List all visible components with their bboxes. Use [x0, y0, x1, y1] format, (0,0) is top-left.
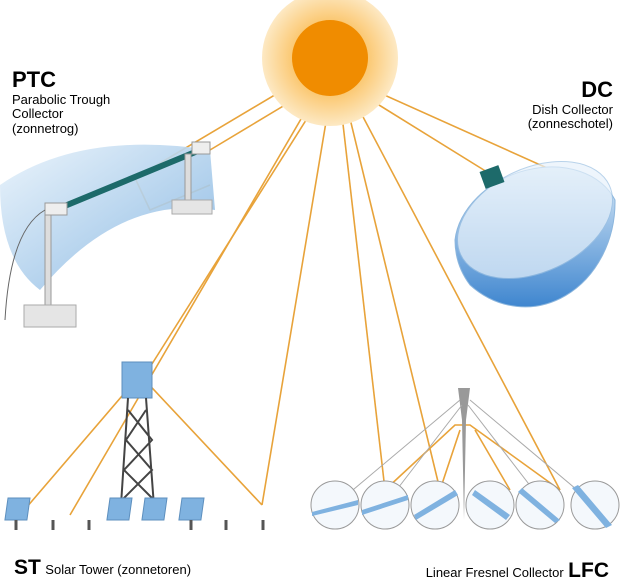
dish-collector	[454, 161, 616, 308]
ptc-name-line1: Parabolic Trough	[12, 91, 111, 107]
lfc-abbr: LFC	[568, 559, 609, 582]
st-label: ST Solar Tower (zonnetoren)	[14, 556, 191, 580]
dc-name-line2: (zonneschotel)	[527, 116, 613, 132]
dc-label: DC Dish Collector (zonneschotel)	[527, 77, 613, 132]
parabolic-trough-collector	[0, 141, 215, 328]
lfc-name: Linear Fresnel Collector	[425, 565, 564, 580]
lfc-label: Linear Fresnel Collector LFC	[426, 559, 609, 583]
st-name: Solar Tower (zonnetoren)	[45, 562, 192, 577]
ptc-label: PTC Parabolic Trough Collector (zonnetro…	[12, 67, 111, 136]
linear-fresnel-collector	[310, 388, 620, 530]
dc-name-line1: Dish Collector	[532, 101, 613, 117]
solar-tower	[4, 361, 265, 530]
ptc-name-line2: Collector	[12, 106, 64, 122]
dc-abbr: DC	[581, 77, 613, 102]
st-abbr: ST	[14, 556, 41, 579]
ptc-name-line3: (zonnetrog)	[12, 120, 79, 136]
ptc-abbr: PTC	[12, 67, 56, 92]
sun-icon	[262, 0, 398, 126]
